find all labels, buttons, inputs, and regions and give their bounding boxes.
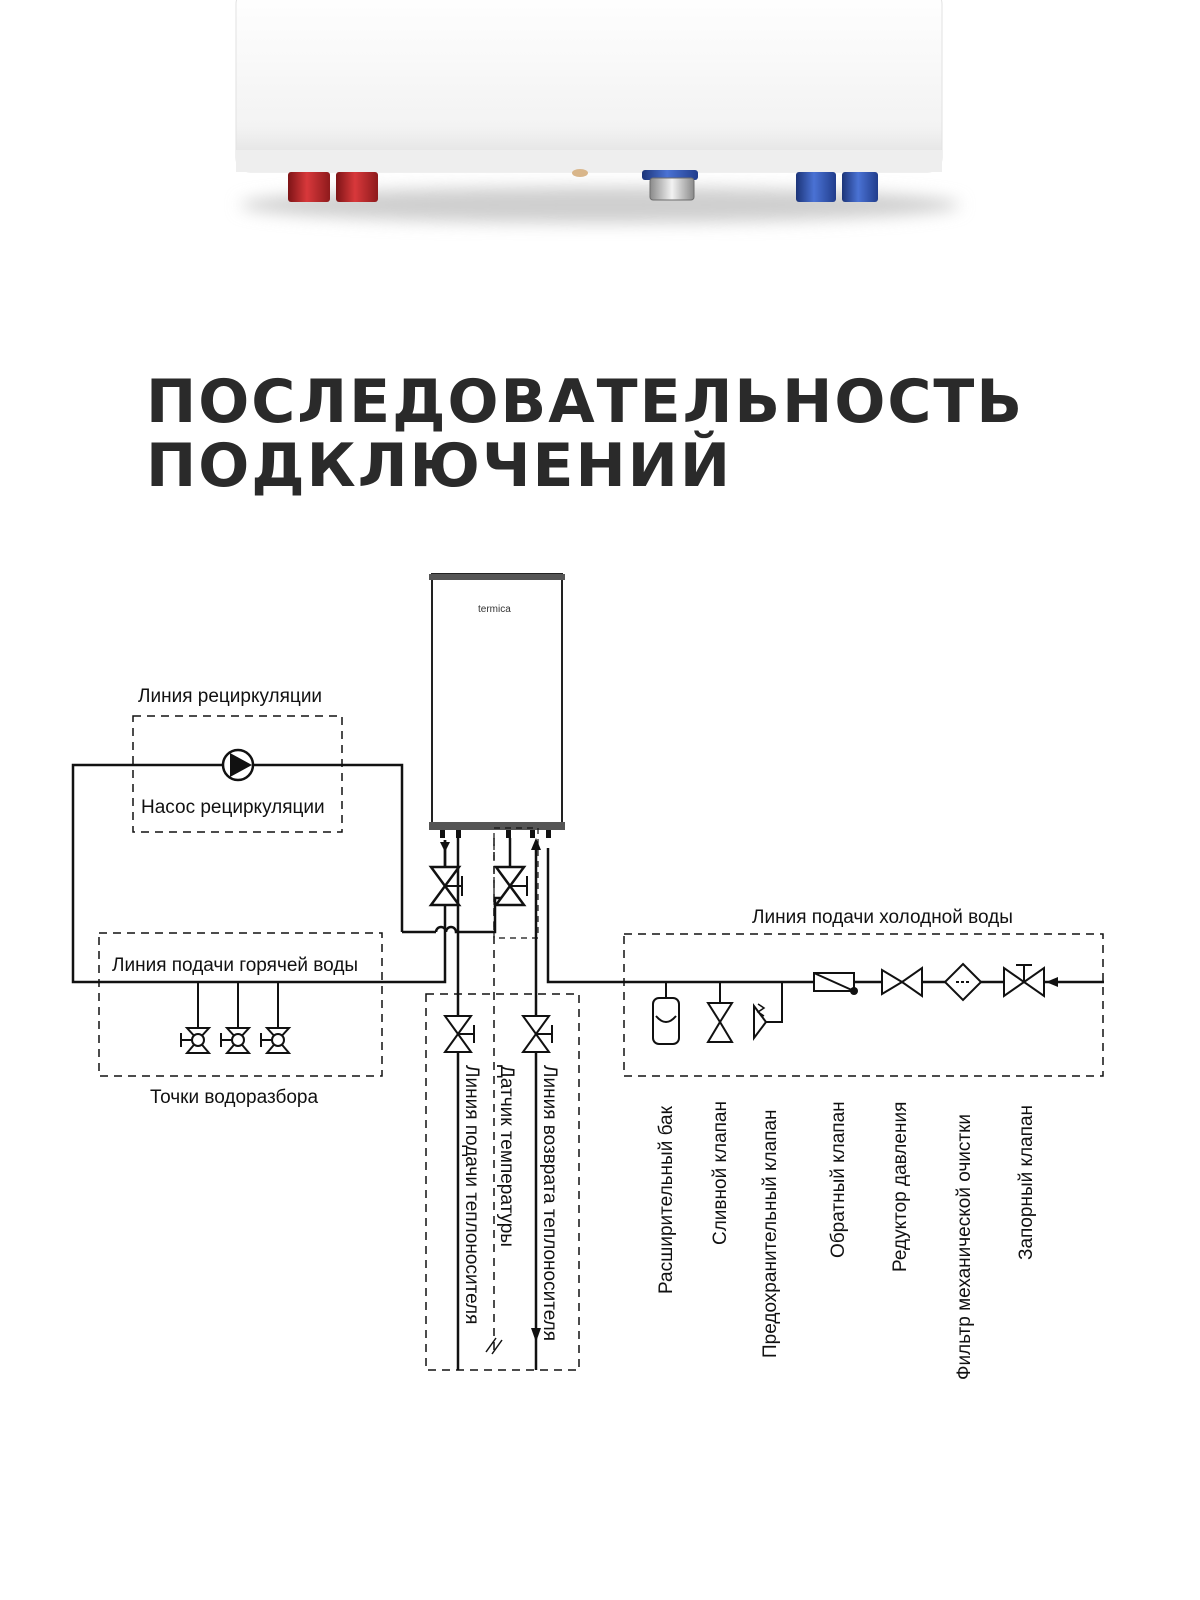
heater-connections [402, 838, 528, 934]
recirculation-pump-label: Насос рециркуляции [141, 797, 325, 818]
page-title-line-1: ПОСЛЕДОВАТЕЛЬНОСТЬ [146, 367, 1025, 437]
draw-point-taps [180, 982, 292, 1054]
heat-carrier-lines [425, 827, 580, 1371]
connection-scheme: termica Линия рециркуляции Насос рецирку… [71, 573, 1104, 1380]
component-label-drain-valve: Сливной клапан [710, 1101, 731, 1245]
recirculation-loop [71, 715, 447, 984]
heater-brand: termica [478, 604, 511, 615]
heater-bottom-photo [235, 0, 960, 223]
component-labels: Расширительный бак Сливной клапан Предох… [656, 1101, 1037, 1380]
heat-supply-line-label: Линия подачи теплоносителя [461, 1065, 482, 1324]
draw-points-label: Точки водоразбора [150, 1087, 318, 1108]
component-label-shutoff-valve: Запорный клапан [1016, 1105, 1037, 1260]
cold-line-components [652, 962, 1045, 1045]
recirculation-line-label: Линия рециркуляции [138, 686, 322, 707]
component-label-pressure-reducer: Редуктор давления [890, 1102, 911, 1272]
component-label-mechanical-filter: Фильтр механической очистки [954, 1114, 975, 1380]
component-label-safety-valve: Предохранительный клапан [760, 1109, 781, 1358]
water-heater-drawing: termica [429, 573, 565, 838]
temperature-sensor-label: Датчик температуры [496, 1065, 517, 1247]
cold-water-line-label: Линия подачи холодной воды [752, 907, 1013, 928]
page-title: ПОСЛЕДОВАТЕЛЬНОСТЬ ПОДКЛЮЧЕНИЙ [146, 370, 1024, 498]
page-title-line-2: ПОДКЛЮЧЕНИЙ [146, 431, 733, 501]
heat-return-line-label: Линия возврата теплоносителя [539, 1065, 560, 1341]
hot-water-line-label: Линия подачи горячей воды [112, 955, 358, 976]
component-label-check-valve: Обратный клапан [828, 1101, 849, 1258]
component-label-expansion-tank: Расширительный бак [656, 1105, 677, 1294]
